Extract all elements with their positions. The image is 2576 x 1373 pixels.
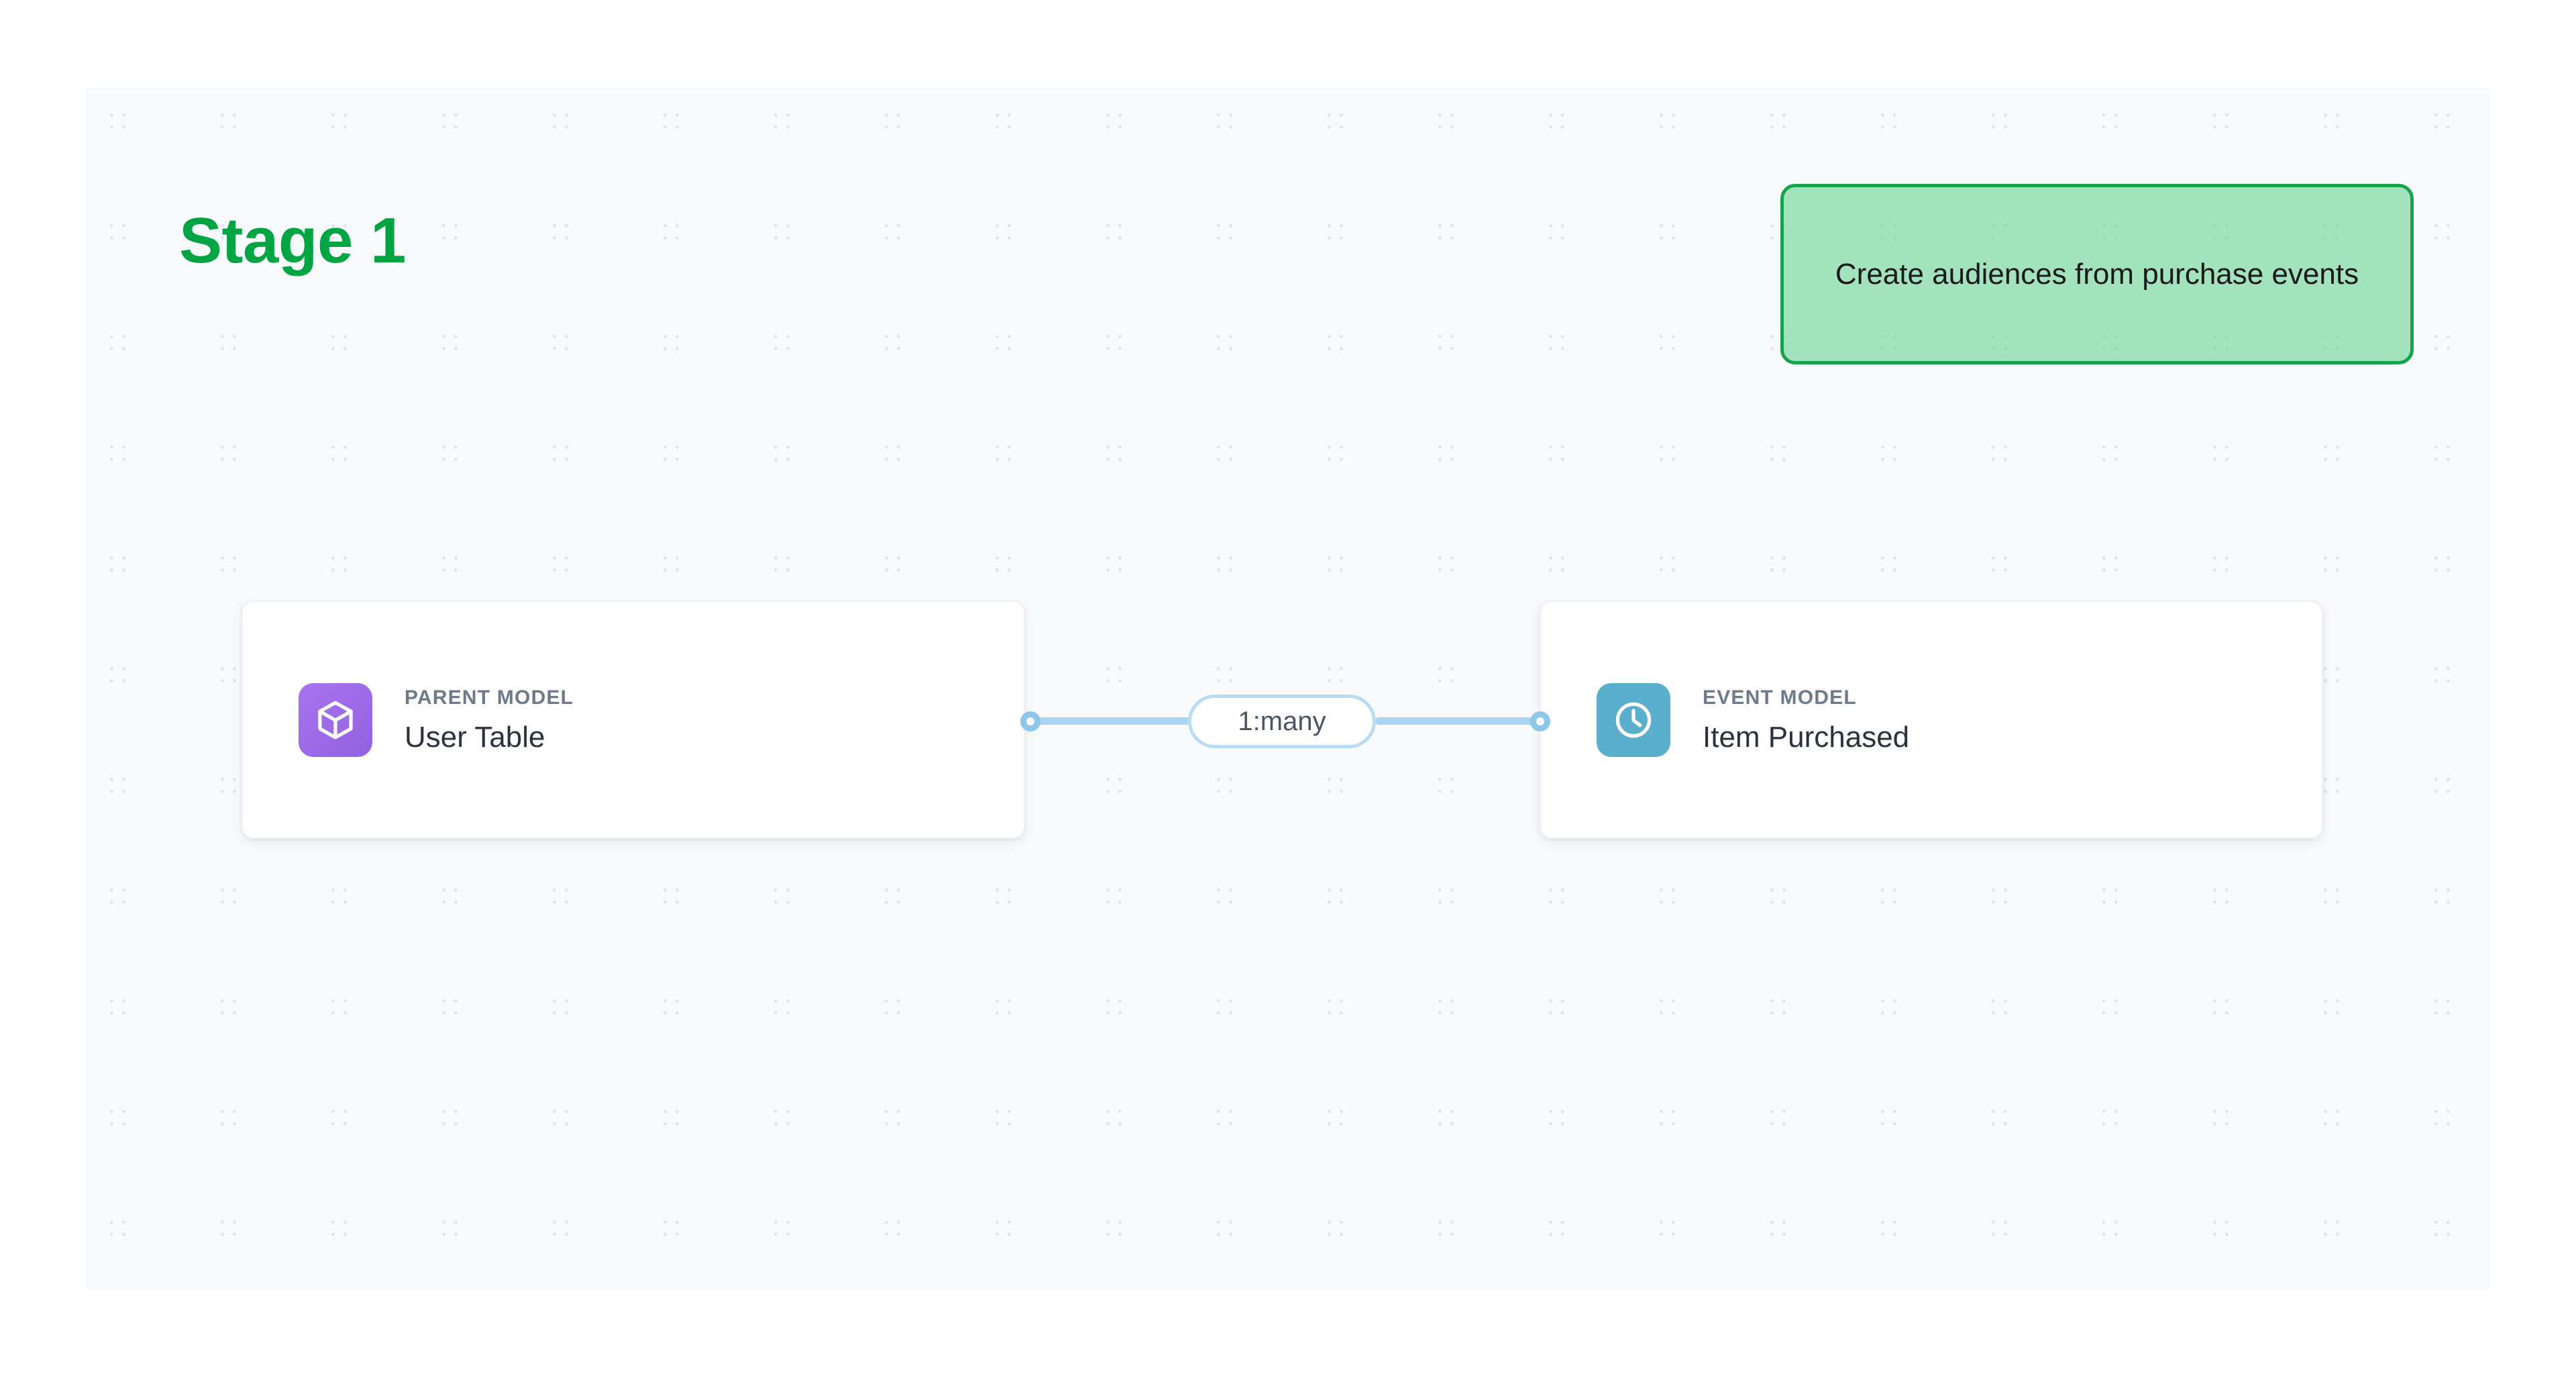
node-event-model-title: Item Purchased: [1703, 720, 1910, 754]
node-parent-model-text: PARENT MODEL User Table: [405, 686, 574, 754]
node-parent-model[interactable]: PARENT MODEL User Table: [241, 601, 1025, 839]
cube-icon: [299, 682, 372, 757]
node-parent-model-kicker: PARENT MODEL: [405, 686, 574, 709]
edge-source-handle[interactable]: [1020, 711, 1040, 731]
edge-cardinality-text: 1:many: [1238, 707, 1326, 736]
node-parent-model-title: User Table: [405, 720, 545, 754]
node-event-model-text: EVENT MODEL Item Purchased: [1703, 686, 1910, 754]
cube-icon-glyph: [318, 701, 353, 739]
annotation-badge-text: Create audiences from purchase events: [1835, 257, 2359, 291]
page-title: Stage 1: [179, 205, 406, 276]
clock-icon-glyph: [1615, 702, 1652, 738]
edge-cardinality-label[interactable]: 1:many: [1188, 695, 1376, 748]
node-event-model-kicker: EVENT MODEL: [1703, 686, 1857, 709]
annotation-badge: Create audiences from purchase events: [1780, 184, 2414, 364]
clock-icon: [1597, 682, 1670, 757]
node-event-model[interactable]: EVENT MODEL Item Purchased: [1540, 601, 2323, 839]
edge-target-handle[interactable]: [1530, 711, 1550, 731]
